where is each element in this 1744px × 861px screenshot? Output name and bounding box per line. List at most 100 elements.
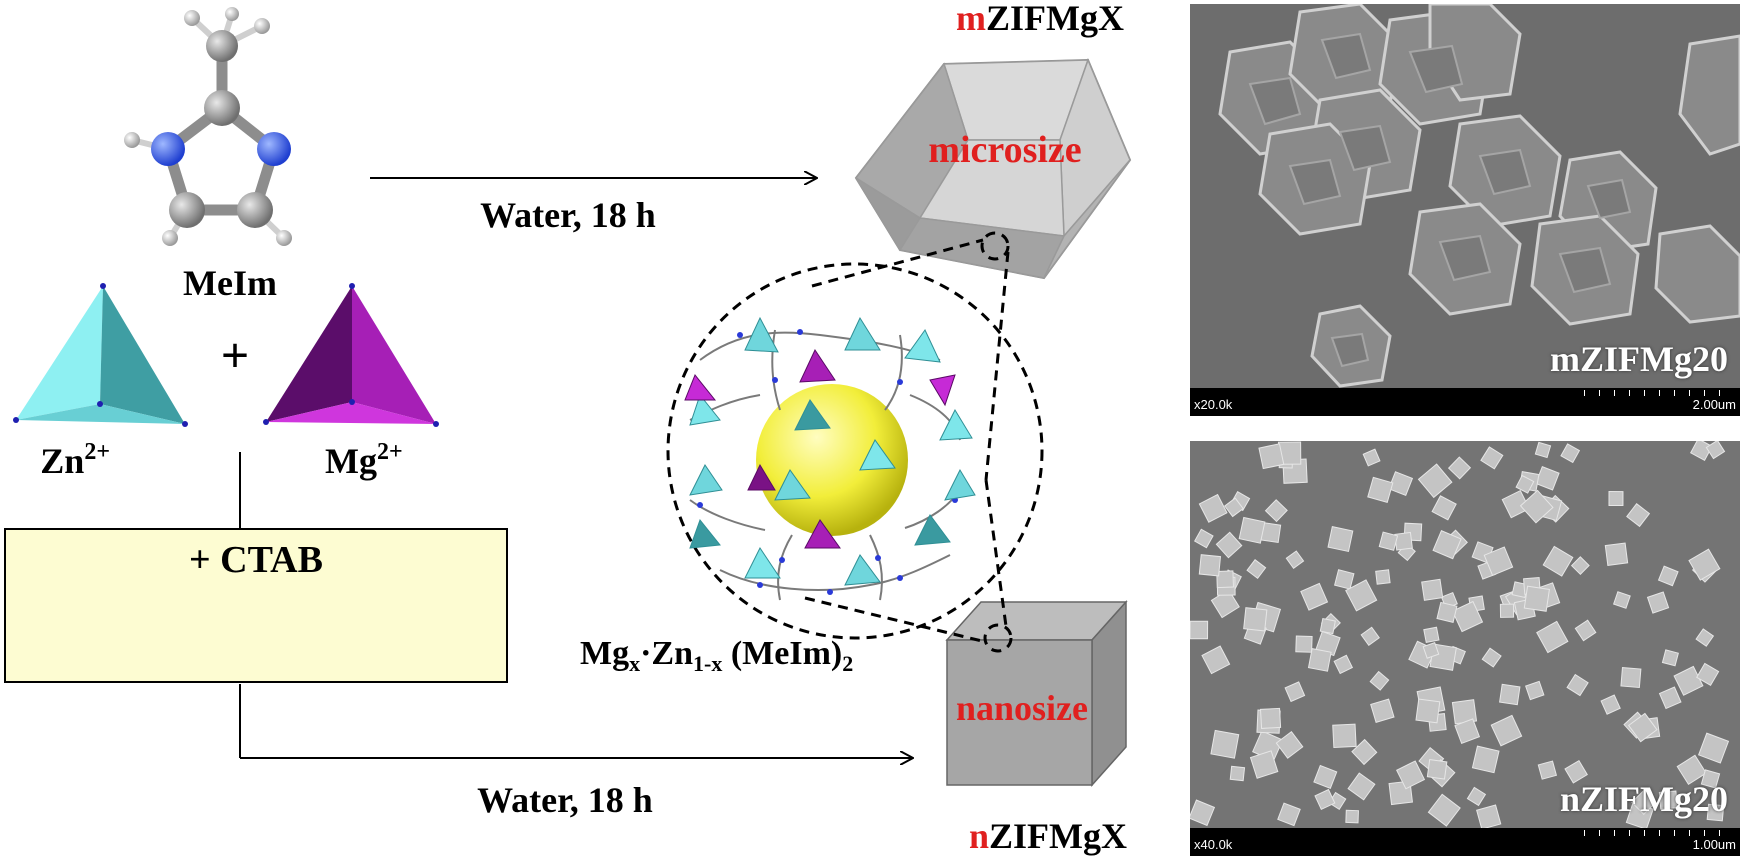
nano-crystal [1620, 667, 1642, 689]
ctab-box: + CTAB [4, 528, 508, 683]
nano-crystal [1451, 600, 1484, 633]
water-label-top: Water, 18 h [480, 195, 656, 235]
microsize-polyhedron [854, 57, 1132, 280]
nano-crystal [1705, 441, 1726, 460]
zif-framework-cage [684, 316, 976, 601]
nano-crystal [1319, 617, 1336, 635]
nano-crystal [1600, 694, 1621, 715]
nano-crystal [1523, 585, 1550, 612]
nano-crystal [1481, 647, 1502, 668]
nano-crystal [1295, 635, 1313, 653]
nano-crystal [1658, 686, 1682, 710]
meim-molecule [124, 7, 292, 246]
nano-crystal [1657, 565, 1679, 587]
microsize-label: microsize [928, 129, 1081, 171]
nano-crystal [1216, 570, 1234, 589]
nano-crystal [1334, 569, 1355, 590]
nano-crystal [1490, 714, 1523, 747]
zn-tetrahedron [13, 283, 188, 427]
nano-crystal [1564, 759, 1588, 784]
nano-crystal [1519, 489, 1554, 524]
nano-crystal [1700, 769, 1721, 789]
nano-crystal [1345, 809, 1359, 824]
nano-crystal [1198, 493, 1228, 523]
nano-crystal [1300, 582, 1329, 611]
nano-crystal [1198, 554, 1222, 577]
meim-label: MeIm [183, 263, 277, 303]
formula-label: Mgx·Zn1-x (MeIm)2 [580, 635, 853, 676]
nanosize-cube [945, 600, 1128, 787]
nano-crystal [1471, 745, 1500, 774]
nano-crystal [1604, 542, 1629, 566]
nano-crystal [1421, 578, 1444, 601]
nanosize-label: nanosize [956, 688, 1088, 728]
nano-crystal [1570, 556, 1590, 575]
nano-crystal [1658, 790, 1678, 810]
sem-micro-crystals [1190, 4, 1740, 416]
nano-crystal [1369, 670, 1390, 691]
nano-crystal [1427, 793, 1461, 827]
nano-crystal [1426, 758, 1448, 780]
nano-crystal [1332, 723, 1357, 749]
nano-crystal [1285, 550, 1305, 569]
mzifmgx-label: mZIFMgX [956, 0, 1124, 38]
nano-crystal [1333, 654, 1354, 675]
nano-crystal [1201, 645, 1231, 675]
sem-nano-name: nZIFMg20 [1559, 779, 1728, 819]
nano-crystal [1697, 732, 1730, 764]
nano-crystal [1238, 516, 1266, 544]
nano-crystal [1394, 531, 1413, 551]
nano-crystal [1466, 786, 1487, 807]
nano-crystal [1499, 603, 1515, 618]
nano-crystal [1480, 446, 1504, 470]
nano-crystal [1515, 474, 1535, 494]
nano-crystal [1646, 591, 1670, 614]
nano-crystal [1542, 545, 1574, 577]
sem-micro-infobar: x20.0k 2.00um [1190, 388, 1740, 416]
nano-crystal [1534, 441, 1552, 459]
nano-crystal [1483, 546, 1514, 577]
nano-crystal [1246, 559, 1267, 579]
sem-nano-magnification: x40.0k [1194, 837, 1233, 852]
nano-crystal [1307, 648, 1332, 672]
nano-crystal [1249, 750, 1279, 779]
nano-crystal [1210, 729, 1240, 759]
sem-micro-name: mZIFMg20 [1550, 339, 1728, 379]
zoom-indicators [666, 231, 1044, 653]
nano-crystal [1275, 731, 1304, 759]
nano-crystal [1284, 681, 1306, 703]
nano-crystal [1224, 497, 1244, 518]
nano-crystal [1243, 607, 1268, 632]
nzifmgx-label: nZIFMgX [969, 816, 1127, 856]
nano-crystal [1360, 626, 1380, 647]
nano-crystal [1229, 765, 1246, 782]
zn-label: Zn2+ [40, 439, 110, 481]
nano-crystal [1258, 443, 1285, 470]
nano-crystal [1395, 760, 1426, 790]
nano-crystal [1347, 772, 1376, 801]
nano-crystal [1190, 799, 1216, 827]
nano-crystal [1190, 620, 1209, 640]
nano-crystal [1676, 754, 1707, 785]
nano-crystal [1706, 803, 1725, 822]
nano-crystal [1631, 789, 1657, 815]
nano-crystal [1431, 495, 1457, 521]
nano-crystal [1277, 802, 1301, 827]
nano-crystal [1476, 804, 1502, 830]
nano-crystal [1362, 448, 1381, 467]
nano-crystal [1436, 601, 1458, 623]
nano-crystal [1525, 680, 1545, 701]
nano-crystal [1626, 503, 1651, 528]
nano-crystal [1537, 760, 1558, 780]
nano-crystal [1566, 673, 1589, 697]
sem-micro-magnification: x20.0k [1194, 397, 1233, 412]
nano-crystal [1695, 628, 1715, 647]
nano-crystal [1327, 526, 1354, 553]
nano-crystal [1574, 619, 1597, 642]
sem-image-micro: mZIFMg20 x20.0k 2.00um [1190, 4, 1740, 416]
nano-crystal [1415, 698, 1441, 724]
sem-nano-infobar: x40.0k 1.00um [1190, 828, 1740, 856]
nano-crystal [1627, 712, 1658, 743]
sem-micro-scale: 2.00um [1692, 397, 1736, 412]
nano-crystal [1378, 531, 1399, 551]
